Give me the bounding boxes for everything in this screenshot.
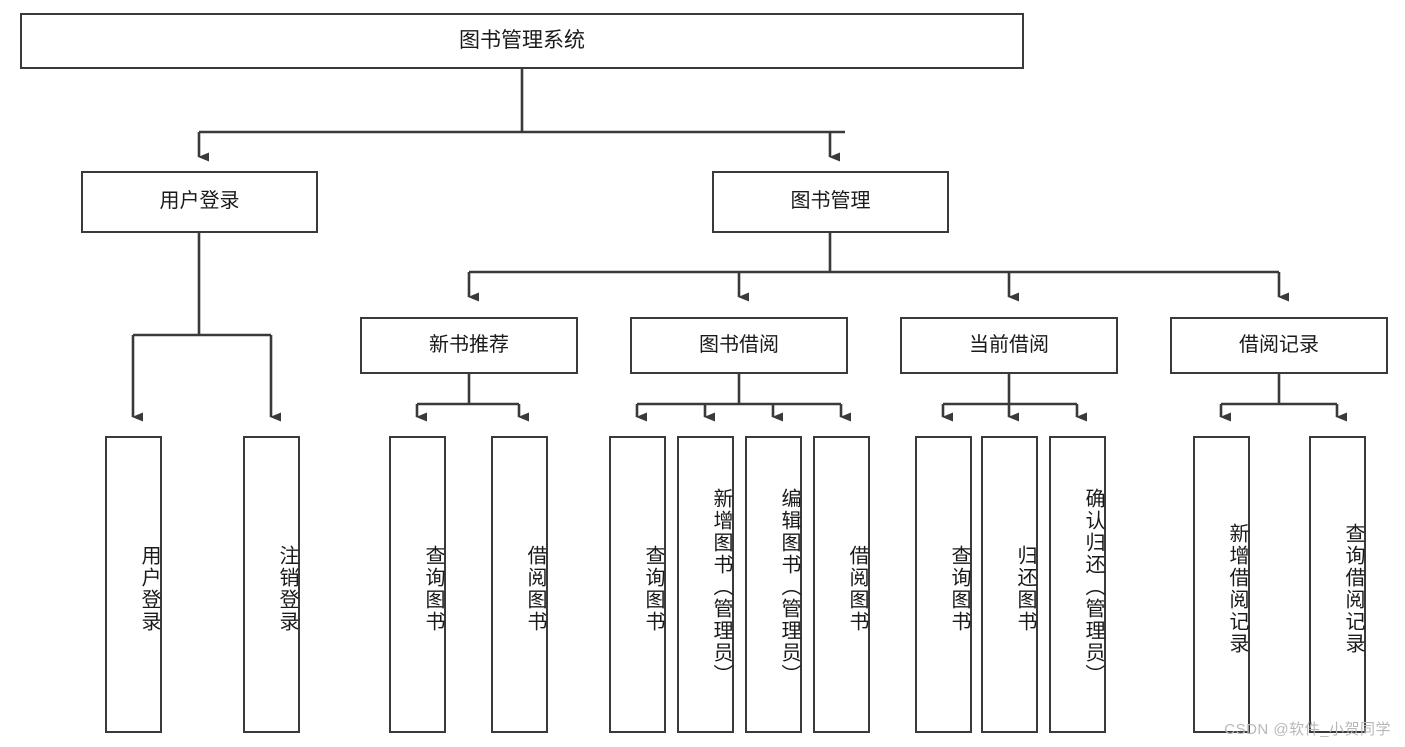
node-label: 用户登录 [138,544,160,633]
node-leaf-return-book[interactable]: 归还图书 [981,436,1038,733]
node-leaf-confirm-return-admin[interactable]: 确认归还（管理员） [1049,436,1106,733]
node-label: 图书管理 [790,190,871,213]
node-current-borrow[interactable]: 当前借阅 [900,317,1118,374]
node-label: 编辑图书（管理员） [778,487,800,686]
node-label: 用户登录 [159,190,240,213]
node-label: 注销登录 [276,544,298,633]
node-label: 当前借阅 [969,333,1049,356]
node-label: 借阅图书 [846,544,868,633]
node-root-book-management-system[interactable]: 图书管理系统 [20,13,1024,69]
csdn-watermark: CSDN @软件_小贺同学 [1224,721,1391,738]
node-label: 图书管理系统 [459,28,585,52]
node-leaf-query-book-recommend[interactable]: 查询图书 [389,436,446,733]
node-label: 新增借阅记录 [1226,522,1248,655]
node-leaf-query-book-current[interactable]: 查询图书 [915,436,972,733]
node-label: 查询图书 [642,544,664,633]
node-label: 确认归还（管理员） [1082,487,1104,686]
node-leaf-borrow-book-recommend[interactable]: 借阅图书 [491,436,548,733]
node-label: 查询图书 [422,544,444,633]
node-leaf-query-book-borrow[interactable]: 查询图书 [609,436,666,733]
node-label: 新增图书（管理员） [710,487,732,686]
node-label: 查询借阅记录 [1342,522,1364,655]
node-leaf-logout[interactable]: 注销登录 [243,436,300,733]
node-book-management[interactable]: 图书管理 [712,171,949,233]
node-new-book-recommend[interactable]: 新书推荐 [360,317,578,374]
node-user-login[interactable]: 用户登录 [81,171,318,233]
node-leaf-user-login[interactable]: 用户登录 [105,436,162,733]
node-leaf-edit-book-admin[interactable]: 编辑图书（管理员） [745,436,802,733]
node-leaf-add-book-admin[interactable]: 新增图书（管理员） [677,436,734,733]
node-label: 借阅图书 [524,544,546,633]
node-leaf-add-borrow-record[interactable]: 新增借阅记录 [1193,436,1250,733]
node-label: 图书借阅 [699,333,779,356]
node-borrow-record[interactable]: 借阅记录 [1170,317,1388,374]
node-label: 借阅记录 [1239,333,1319,356]
node-label: 归还图书 [1014,544,1036,633]
node-leaf-borrow-book[interactable]: 借阅图书 [813,436,870,733]
node-book-borrow[interactable]: 图书借阅 [630,317,848,374]
node-leaf-query-borrow-record[interactable]: 查询借阅记录 [1309,436,1366,733]
node-label: 新书推荐 [429,333,509,356]
node-label: 查询图书 [948,544,970,633]
